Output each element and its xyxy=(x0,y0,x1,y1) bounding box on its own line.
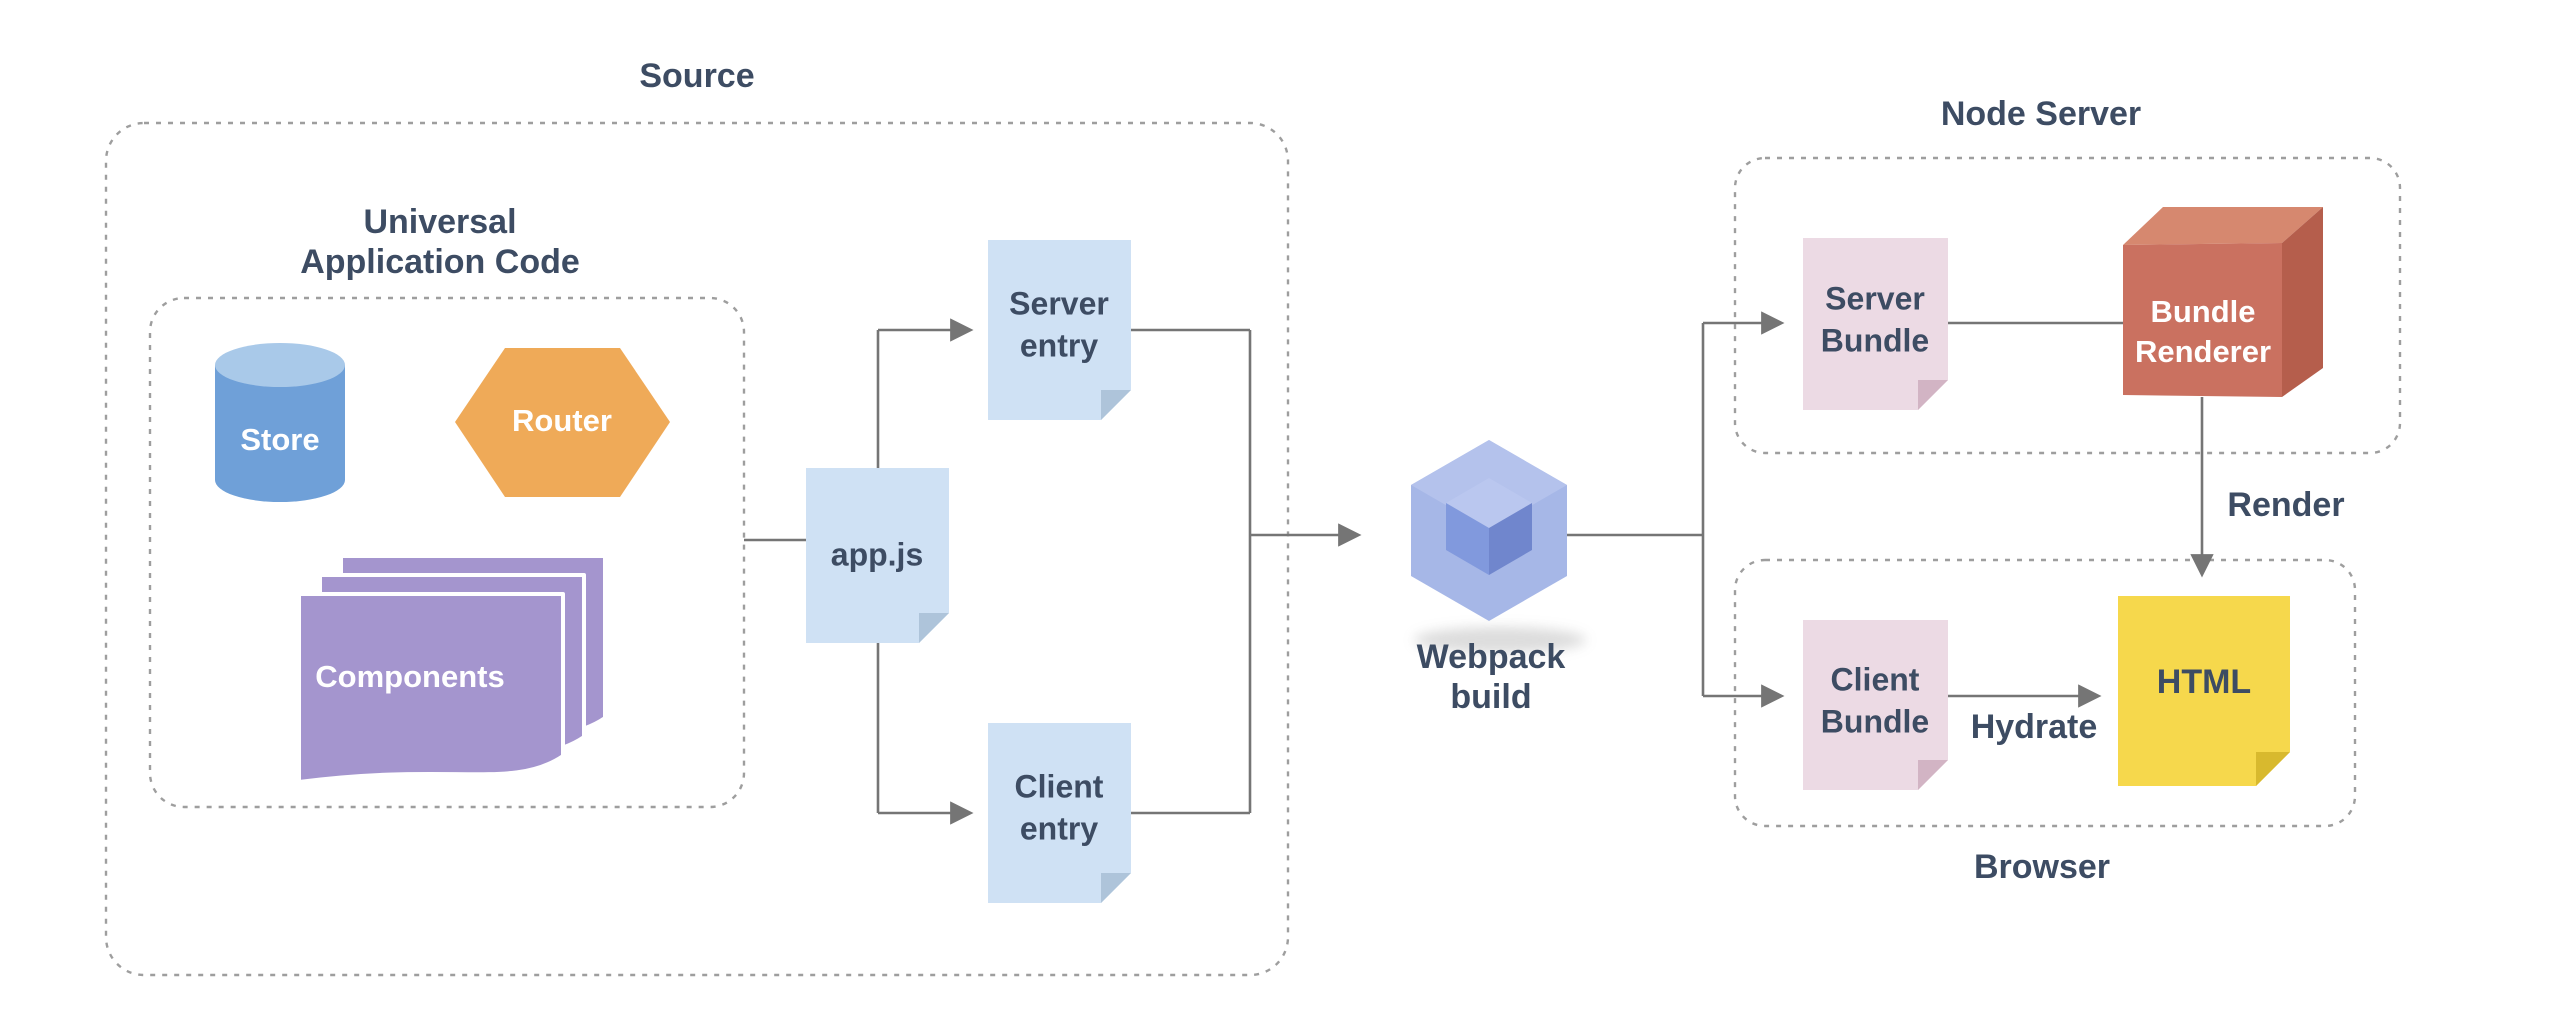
html-note-fold xyxy=(2256,752,2290,786)
webpack-inner-cube-right xyxy=(1489,503,1532,575)
webpack-cube: Webpack build xyxy=(1411,440,1586,716)
appjs-note-fold xyxy=(919,613,949,643)
server-bundle-label-line1: Server xyxy=(1825,280,1925,316)
components-label: Components xyxy=(315,659,504,694)
components-stack: Components xyxy=(297,554,607,784)
html-label: HTML xyxy=(2157,663,2251,701)
client-bundle-label-line2: Bundle xyxy=(1821,703,1929,739)
source-group-box xyxy=(104,121,1290,977)
webpack-label-line1: Webpack xyxy=(1417,638,1566,676)
html-note: HTML xyxy=(2118,596,2290,786)
client-entry-note-page xyxy=(988,723,1131,903)
server-bundle-note: Server Bundle xyxy=(1803,238,1948,410)
server-bundle-note-page xyxy=(1803,238,1948,410)
server-entry-label-line2: entry xyxy=(1020,327,1098,363)
server-entry-note: Server entry xyxy=(988,240,1131,420)
client-bundle-note: Client Bundle xyxy=(1803,620,1948,790)
connectors xyxy=(744,311,2214,825)
bundle-renderer-cube-top xyxy=(2123,207,2323,245)
bundle-renderer-cube: Bundle Renderer xyxy=(2123,207,2323,397)
store-cylinder-top xyxy=(215,343,345,387)
store-cylinder-body xyxy=(215,365,345,502)
client-bundle-note-fold xyxy=(1918,760,1948,790)
server-bundle-note-fold xyxy=(1918,380,1948,410)
client-entry-label-line1: Client xyxy=(1015,768,1104,804)
render-edge-label: Render xyxy=(2227,486,2344,524)
bundle-renderer-label-line2: Renderer xyxy=(2135,334,2271,369)
store-label: Store xyxy=(240,422,319,457)
browser-group-label: Browser xyxy=(1974,848,2110,886)
browser-group-box xyxy=(1733,558,2357,828)
bundle-renderer-label-line1: Bundle xyxy=(2150,294,2255,329)
webpack-cube-shadow xyxy=(1414,627,1586,653)
html-note-page xyxy=(2118,596,2290,786)
bundle-renderer-cube-front xyxy=(2123,243,2282,397)
router-label: Router xyxy=(512,403,612,438)
server-entry-label-line1: Server xyxy=(1009,285,1109,321)
webpack-label-line2: build xyxy=(1450,678,1531,716)
webpack-inner-cube-left xyxy=(1446,503,1489,575)
client-entry-label-line2: entry xyxy=(1020,810,1098,846)
appjs-note: app.js xyxy=(806,468,949,643)
client-entry-note-fold xyxy=(1101,873,1131,903)
node-server-group-box xyxy=(1733,156,2402,455)
bundle-renderer-cube-side xyxy=(2282,207,2323,397)
client-entry-note: Client entry xyxy=(988,723,1131,903)
appjs-label: app.js xyxy=(831,536,923,572)
source-group-label: Source xyxy=(639,57,754,95)
client-bundle-label-line1: Client xyxy=(1831,661,1920,697)
server-entry-note-fold xyxy=(1101,390,1131,420)
hydrate-edge-label: Hydrate xyxy=(1971,708,2098,746)
appjs-note-page xyxy=(806,468,949,643)
client-bundle-note-page xyxy=(1803,620,1948,790)
server-bundle-label-line2: Bundle xyxy=(1821,322,1929,358)
router-hexagon-shape xyxy=(455,348,670,497)
server-entry-note-page xyxy=(988,240,1131,420)
store-cylinder: Store xyxy=(215,343,345,502)
universal-application-code-group-box xyxy=(148,296,746,809)
universal-group-label-line2: Application Code xyxy=(300,243,580,281)
components-page-front xyxy=(297,592,565,784)
router-hexagon: Router xyxy=(455,348,670,497)
universal-group-label-line1: Universal xyxy=(363,203,516,241)
node-server-group-label: Node Server xyxy=(1941,95,2141,133)
